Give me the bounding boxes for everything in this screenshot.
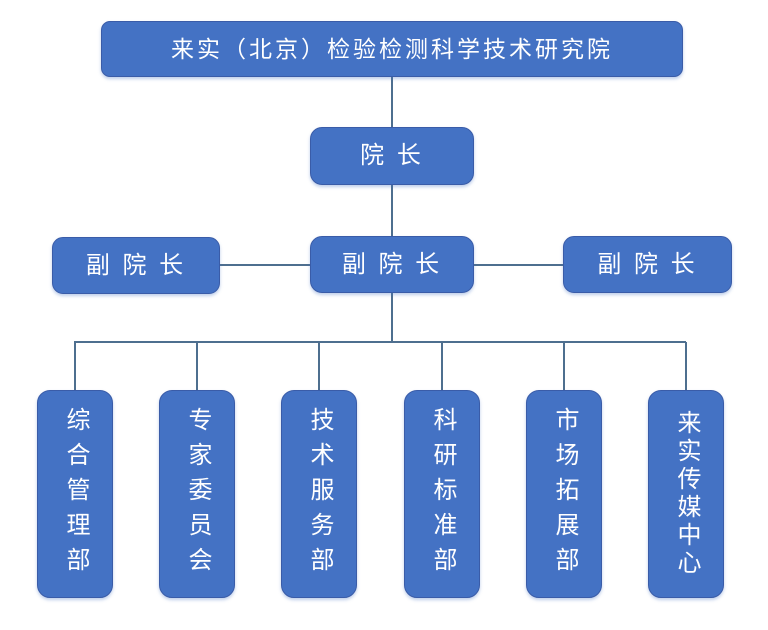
org-box-dept-label: 技术服务部 [306,406,333,582]
org-box-president-label: 院 长 [360,142,424,169]
org-box-dept-expert-committee: 专家委员会 [159,390,235,598]
connector-president-to-vp [391,185,393,237]
org-box-dept-label: 专家委员会 [184,406,211,582]
connector-drop-dept-6 [685,342,687,390]
org-box-president: 院 长 [310,127,474,185]
org-box-dept-media-center: 来实传媒中心 [648,390,724,598]
connector-drop-dept-5 [563,342,565,390]
org-box-vp-right-label: 副 院 长 [597,250,698,278]
connector-drop-dept-4 [441,342,443,390]
org-box-dept-label: 来实传媒中心 [673,410,700,578]
connector-vp-center-to-left [220,264,310,266]
connector-drop-dept-1 [74,342,76,390]
org-box-dept-label: 市场拓展部 [551,406,578,582]
org-box-dept-market-expansion: 市场拓展部 [526,390,602,598]
org-box-root: 来实（北京）检验检测科学技术研究院 [101,21,683,77]
org-box-vp-right: 副 院 长 [563,236,732,293]
connector-drop-dept-3 [318,342,320,390]
org-box-vp-center: 副 院 长 [310,236,474,293]
org-box-dept-research-standards: 科研标准部 [404,390,480,598]
connector-root-to-president [391,77,393,127]
connector-vp-to-bus [391,293,393,342]
org-box-vp-left-label: 副 院 长 [85,251,187,279]
org-box-vp-center-label: 副 院 长 [341,250,443,278]
org-box-root-label: 来实（北京）检验检测科学技术研究院 [171,35,613,62]
connector-drop-dept-2 [196,342,198,390]
connector-vp-center-to-right [474,264,563,266]
connector-departments-bus [74,341,686,343]
org-box-dept-label: 综合管理部 [62,406,89,582]
org-box-dept-label: 科研标准部 [429,406,456,582]
org-box-dept-technical-service: 技术服务部 [281,390,357,598]
org-box-dept-general-management: 综合管理部 [37,390,113,598]
org-box-vp-left: 副 院 长 [52,237,220,294]
